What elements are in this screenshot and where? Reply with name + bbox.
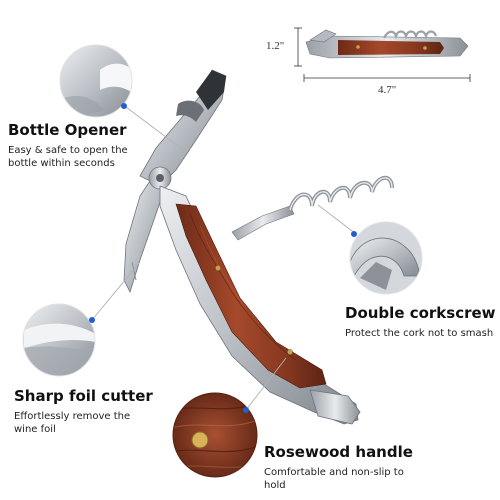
dimension-height: 1.2" — [266, 40, 285, 52]
feature-title: Rosewood handle — [264, 443, 413, 461]
zoom-foil-cutter — [22, 303, 96, 377]
zoom-rosewood-handle — [172, 392, 258, 478]
dimension-product-thumbnail — [294, 27, 471, 82]
dimension-width: 4.7" — [378, 84, 397, 96]
feature-description: Comfortable and non-slip to hold — [264, 467, 404, 491]
feature-title: Double corkscrew — [345, 304, 496, 322]
main-product-illustration — [123, 69, 394, 425]
feature-foil-cutter: Sharp foil cutter Effortlessly remove th… — [14, 387, 153, 436]
feature-double-corkscrew: Double corkscrew Protect the cork not to… — [345, 304, 496, 340]
callout-lines — [91, 103, 357, 411]
feature-description: Protect the cork not to smash — [345, 328, 494, 339]
zoom-bottle-opener — [59, 44, 133, 118]
feature-rosewood-handle: Rosewood handle Comfortable and non-slip… — [264, 443, 413, 492]
feature-description: Easy & safe to open the bottle within se… — [8, 145, 128, 169]
zoom-double-corkscrew — [349, 221, 423, 295]
feature-description: Effortlessly remove the wine foil — [14, 411, 131, 435]
feature-bottle-opener: Bottle Opener Easy & safe to open the bo… — [8, 121, 128, 170]
feature-title: Sharp foil cutter — [14, 387, 153, 405]
feature-title: Bottle Opener — [8, 121, 127, 139]
